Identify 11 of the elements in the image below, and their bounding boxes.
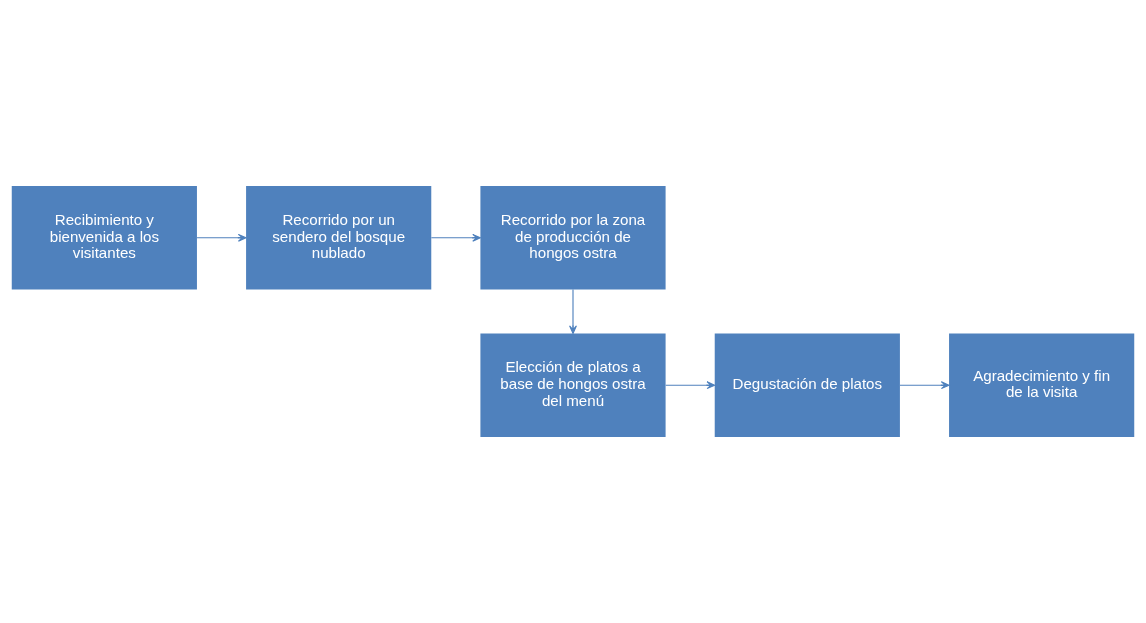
node-box: Recorrido por la zona de producción de hongos ostra bbox=[480, 186, 666, 290]
node-box: Elección de platos a base de hongos ostra del menú bbox=[480, 333, 666, 437]
node-box: Recibimiento y bienvenida a los visitantes bbox=[11, 186, 197, 290]
arrow bbox=[569, 289, 577, 334]
arrow bbox=[665, 381, 716, 390]
node-box: Degustación de platos bbox=[714, 333, 900, 437]
node-box: Agradecimiento y fin de la visita bbox=[949, 333, 1135, 437]
arrow bbox=[196, 233, 247, 242]
node-box: Recorrido por un sendero del bosque nublado bbox=[246, 186, 432, 290]
arrow bbox=[899, 381, 950, 390]
arrow bbox=[430, 233, 481, 242]
